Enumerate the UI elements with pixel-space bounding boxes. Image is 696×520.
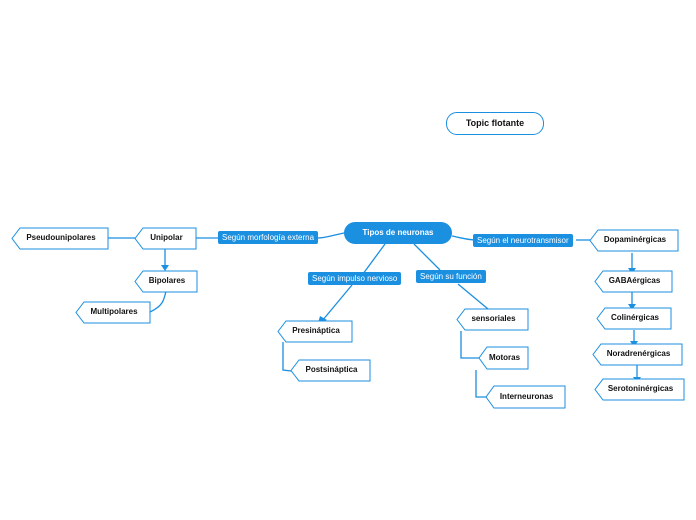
branch-label-neurotransmisor[interactable]: Según el neurotransmisor: [473, 234, 573, 247]
node-multipolares[interactable]: Multipolares: [90, 307, 138, 316]
node-shape-multipolares: [75, 301, 151, 324]
node-presinaptica[interactable]: Presináptica: [292, 326, 340, 335]
node-motoras[interactable]: Motoras: [488, 353, 521, 362]
node-shape-unipolar: [134, 227, 197, 250]
node-gabaergicas[interactable]: GABAérgicas: [608, 276, 661, 285]
node-colinergicas[interactable]: Colinérgicas: [610, 313, 659, 322]
node-dopaminergicas[interactable]: Dopaminérgicas: [603, 235, 667, 244]
node-postsinaptica[interactable]: Postsináptica: [305, 365, 358, 374]
node-serotoninergicas[interactable]: Serotoninérgicas: [607, 384, 674, 393]
node-shape-bipolares: [134, 270, 198, 293]
floating-topic[interactable]: Topic flotante: [446, 112, 544, 135]
node-shape-pseudounipolares: [11, 227, 109, 250]
node-pseudounipolares[interactable]: Pseudounipolares: [26, 233, 96, 242]
connector-bipolares-multipolares: [149, 290, 167, 313]
arrowhead-bipolares: [161, 265, 169, 271]
root-topic[interactable]: Tipos de neuronas: [344, 222, 452, 244]
connector-motoras-interneuronas: [475, 370, 486, 398]
node-shape-gabaergicas: [594, 270, 673, 293]
node-shape-serotoninergicas: [594, 378, 685, 401]
connector-sensoriales-motoras: [460, 331, 479, 359]
connector-root-morfologia: [317, 232, 345, 239]
connector-funcion-sensoriales: [457, 283, 489, 310]
node-shape-presinaptica: [277, 320, 353, 343]
connector-impulso-presinaptica: [321, 284, 353, 322]
arrowhead-coli: [628, 304, 636, 310]
branch-label-morfologia[interactable]: Según morfología externa: [218, 231, 319, 244]
node-shape-colinergicas: [596, 307, 672, 330]
node-shape-noradrenergicas: [592, 343, 683, 366]
node-shape-interneuronas: [485, 385, 566, 409]
connector-presinaptica-postsinaptica: [282, 342, 292, 372]
branch-label-funcion[interactable]: Según su función: [416, 270, 486, 283]
node-shape-dopaminergicas: [589, 229, 679, 252]
node-sensoriales[interactable]: sensoriales: [471, 314, 516, 323]
node-shape-sensoriales: [456, 308, 529, 331]
connector-root-funcion: [413, 243, 441, 271]
node-shape-motoras: [478, 346, 529, 370]
node-interneuronas[interactable]: Interneuronas: [499, 392, 554, 401]
node-unipolar[interactable]: Unipolar: [150, 233, 183, 242]
node-bipolares[interactable]: Bipolares: [148, 276, 186, 285]
branch-label-impulso[interactable]: Según impulso nervioso: [308, 272, 402, 285]
node-noradrenergicas[interactable]: Noradrenérgicas: [606, 349, 671, 358]
node-shape-postsinaptica: [290, 359, 371, 382]
